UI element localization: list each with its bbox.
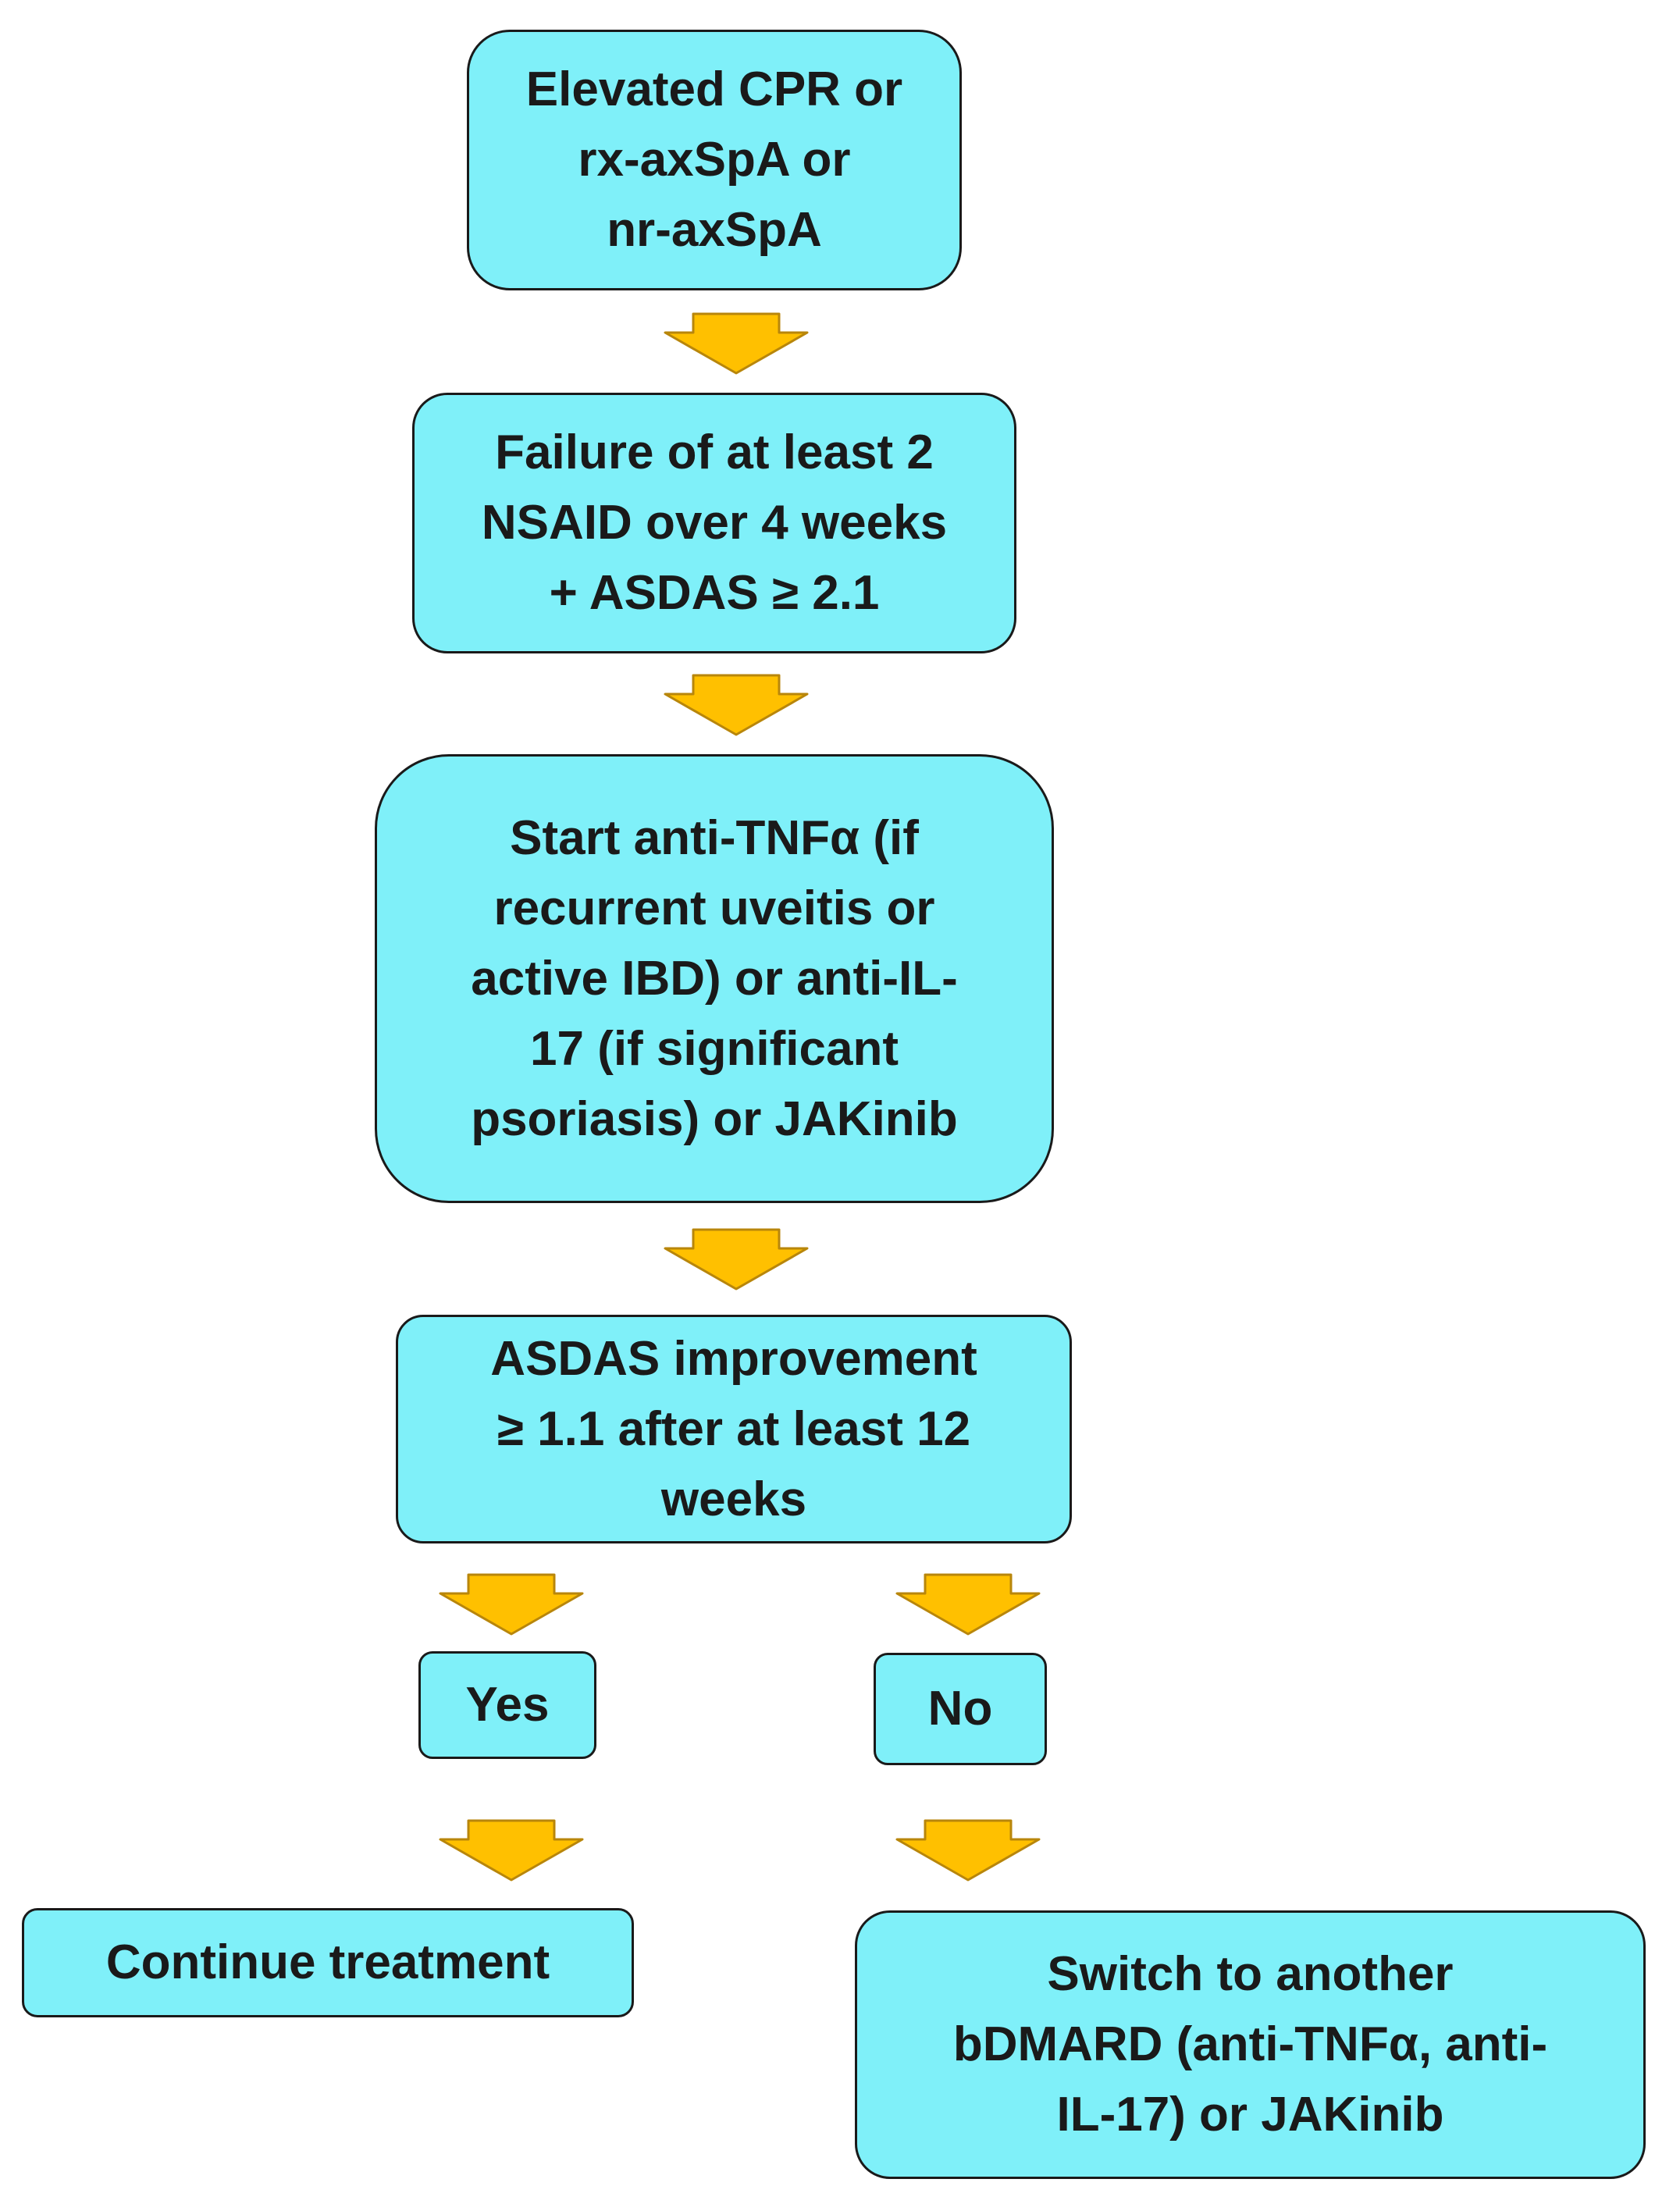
no-box: No [874, 1653, 1047, 1765]
yes-box: Yes [418, 1651, 596, 1759]
arrow-down-icon [437, 1573, 586, 1636]
arrow-down-icon [662, 674, 810, 736]
eligibility-box: Elevated CPR or rx-axSpA or nr-axSpA [467, 30, 962, 290]
arrow-down-icon [894, 1819, 1042, 1882]
arrow-down-icon [437, 1819, 586, 1882]
assessment-box: ASDAS improvement ≥ 1.1 after at least 1… [396, 1315, 1072, 1543]
nsaid-failure-box: Failure of at least 2 NSAID over 4 weeks… [412, 393, 1016, 653]
start-therapy-box: Start anti-TNFα (if recurrent uveitis or… [375, 754, 1054, 1203]
arrow-down-icon [662, 312, 810, 375]
continue-treatment-box: Continue treatment [22, 1908, 634, 2017]
arrow-down-icon [894, 1573, 1042, 1636]
switch-treatment-box: Switch to another bDMARD (anti-TNFα, ant… [855, 1910, 1646, 2179]
arrow-down-icon [662, 1228, 810, 1291]
